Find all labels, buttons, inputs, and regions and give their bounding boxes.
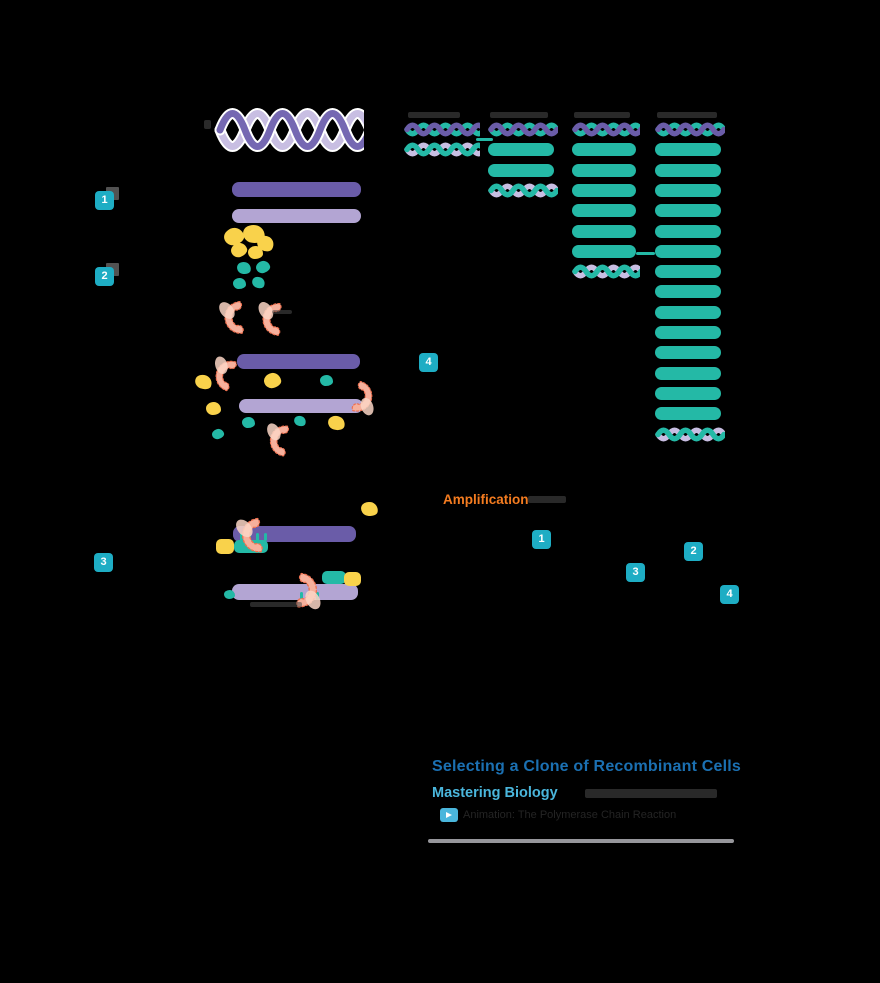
dna-copy-row bbox=[404, 121, 487, 143]
dna-copy-row bbox=[488, 121, 560, 143]
dna-copy-row bbox=[655, 386, 721, 400]
step-badge-2: 2 bbox=[95, 267, 114, 286]
dna-copy-row bbox=[572, 224, 636, 238]
dna-copy-row bbox=[655, 204, 721, 218]
nucleotide-blob bbox=[248, 246, 263, 259]
dna-copy-row bbox=[655, 244, 721, 258]
illegible-prime-label bbox=[204, 120, 211, 129]
taq-polymerase bbox=[285, 561, 331, 621]
dna-copy-row bbox=[572, 204, 636, 218]
new-strand-tick bbox=[300, 592, 303, 600]
primer-segment bbox=[322, 571, 346, 584]
dna-copy-row bbox=[404, 141, 487, 163]
new-strand-tick bbox=[256, 533, 259, 541]
dna-copy-row bbox=[655, 305, 721, 319]
animation-play-icon[interactable] bbox=[440, 808, 458, 822]
primer-blob bbox=[254, 259, 272, 275]
curve-badge-3: 3 bbox=[626, 563, 645, 582]
taq-polymerase bbox=[228, 506, 274, 566]
nucleotide-blob bbox=[359, 500, 380, 518]
divider-line bbox=[428, 839, 734, 843]
primer-blob bbox=[242, 417, 255, 428]
nucleotide-blob bbox=[262, 371, 283, 390]
footer-title-link[interactable]: Selecting a Clone of Recombinant Cells bbox=[432, 758, 741, 775]
primer-blob bbox=[233, 278, 246, 289]
dna-copy-row bbox=[572, 183, 636, 197]
dna-copy-row bbox=[655, 426, 727, 448]
cycle-column-2 bbox=[488, 121, 560, 200]
illegible-cycle-title bbox=[408, 112, 460, 118]
template-strand-light bbox=[239, 399, 363, 413]
cycle-connector bbox=[476, 138, 493, 141]
illegible-footer-text bbox=[585, 789, 717, 798]
curve-badge-4: 4 bbox=[720, 585, 739, 604]
illegible-cycle-title bbox=[490, 112, 548, 118]
illegible-label-remnant bbox=[250, 602, 302, 607]
step-badge-4: 4 bbox=[419, 353, 438, 372]
taq-polymerase bbox=[212, 289, 254, 348]
dna-copy-row bbox=[655, 163, 721, 177]
dna-copy-row bbox=[488, 182, 560, 204]
cycle-connector bbox=[636, 252, 655, 255]
template-strand-dark bbox=[233, 526, 356, 542]
taq-polymerase bbox=[340, 368, 388, 428]
caption-text: Animation: The Polymerase Chain Reaction bbox=[463, 809, 677, 821]
template-strand-dark bbox=[237, 354, 360, 369]
dna-copy-row bbox=[572, 143, 636, 157]
primer-blob bbox=[224, 590, 235, 599]
illegible-cycle-title bbox=[657, 112, 717, 118]
dna-copy-row bbox=[488, 143, 554, 157]
amplification-chart-title: Amplification bbox=[443, 492, 529, 507]
dna-copy-row bbox=[655, 143, 721, 157]
dna-copy-row bbox=[655, 224, 721, 238]
dna-copy-row bbox=[655, 285, 721, 299]
template-strand-light bbox=[232, 584, 358, 600]
dna-helix bbox=[214, 104, 376, 156]
illegible-label-remnant bbox=[272, 310, 292, 314]
dna-copy-row bbox=[655, 326, 721, 339]
dna-copy-row bbox=[655, 407, 721, 421]
curve-badge-2: 2 bbox=[684, 542, 703, 561]
dna-copy-row bbox=[655, 121, 727, 143]
taq-polymerase bbox=[199, 344, 249, 405]
dna-copy-row bbox=[655, 366, 721, 380]
step-badge-1: 1 bbox=[95, 191, 114, 210]
template-strand-dark bbox=[232, 182, 361, 197]
template-strand-light bbox=[232, 209, 361, 223]
new-strand-tick bbox=[264, 533, 267, 541]
brand-label-link[interactable]: Mastering Biology bbox=[432, 785, 558, 801]
dna-copy-row bbox=[655, 183, 721, 197]
step-badge-3: 3 bbox=[94, 553, 113, 572]
primer-blob bbox=[235, 260, 253, 276]
new-strand-tick bbox=[240, 533, 243, 541]
primer-blob bbox=[250, 274, 267, 291]
dna-copy-row bbox=[572, 244, 636, 258]
dna-copy-row bbox=[655, 346, 721, 360]
illegible-chart-text bbox=[528, 496, 566, 503]
illegible-cycle-title bbox=[574, 112, 630, 118]
dna-copy-row bbox=[572, 121, 644, 143]
cycle-column-3 bbox=[572, 121, 644, 281]
dna-copy-row bbox=[488, 163, 554, 177]
nucleotide-segment bbox=[344, 572, 361, 586]
primer-blob bbox=[210, 427, 226, 441]
nucleotide-blob bbox=[206, 402, 221, 415]
taq-polymerase bbox=[251, 290, 292, 348]
primer-blob bbox=[320, 375, 333, 386]
cycle-column-1 bbox=[404, 121, 487, 159]
dna-copy-row bbox=[655, 265, 721, 279]
cycle-column-4 bbox=[655, 121, 727, 444]
curve-badge-1: 1 bbox=[532, 530, 551, 549]
dna-copy-row bbox=[572, 163, 636, 177]
nucleotide-segment bbox=[216, 539, 234, 554]
dna-copy-row bbox=[572, 263, 644, 285]
